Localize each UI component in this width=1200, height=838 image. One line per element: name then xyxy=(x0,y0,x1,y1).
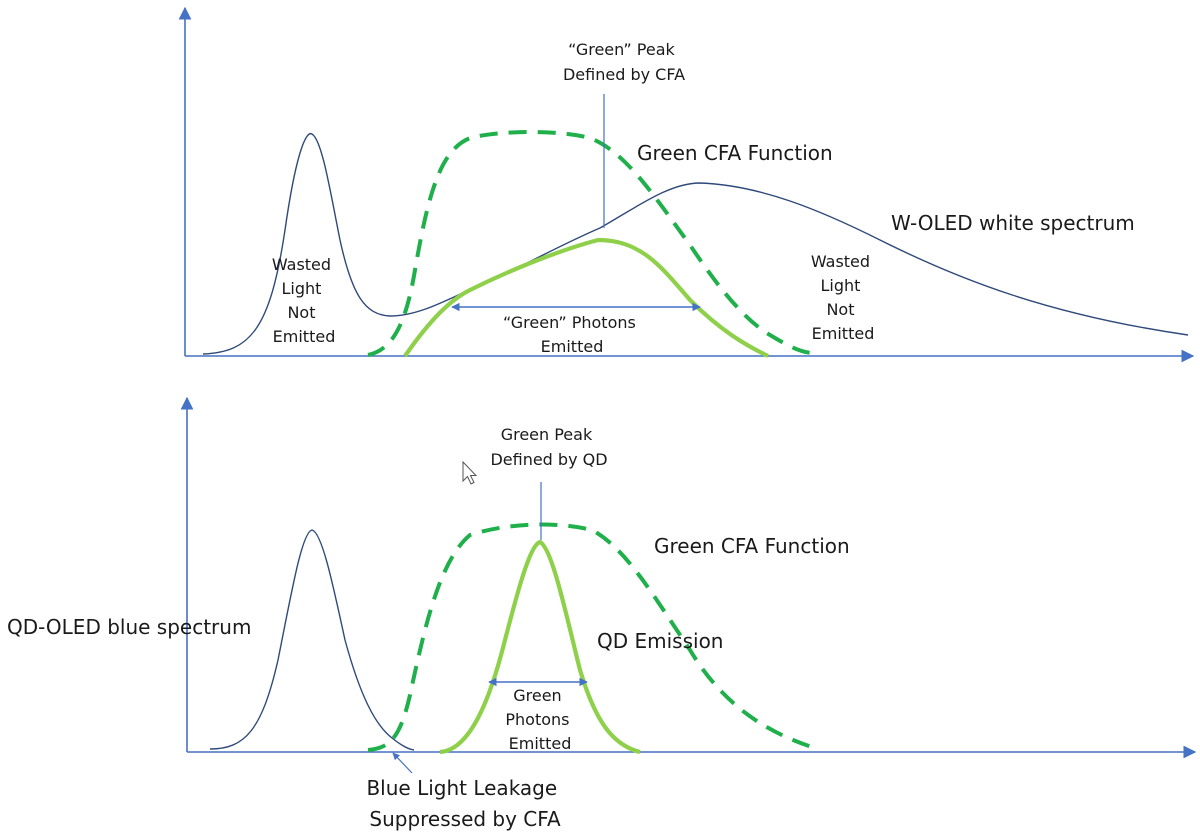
qd-oled-spectrum-label: QD-OLED blue spectrum xyxy=(7,615,251,639)
w-oled-spectrum-label: W-OLED white spectrum xyxy=(891,211,1135,235)
top-panel: “Green” Peak Defined by CFA Green CFA Fu… xyxy=(178,6,1195,363)
w-oled-white-spectrum-curve xyxy=(202,133,1189,355)
top-wasted-left-label: Wasted Light Not Emitted xyxy=(272,255,336,346)
leakage-pointer-arrow xyxy=(392,752,413,774)
qd-emission-curve xyxy=(439,539,641,755)
top-wasted-right-label: Wasted Light Not Emitted xyxy=(811,252,875,343)
top-cfa-function-label: Green CFA Function xyxy=(637,141,833,165)
bottom-panel: Green Peak Defined by QD Green CFA Funct… xyxy=(7,396,1197,831)
bottom-photons-label: Green Photons Emitted xyxy=(505,686,574,753)
qd-oled-blue-spectrum-curve xyxy=(209,529,415,751)
mouse-cursor-icon xyxy=(462,460,478,485)
top-photons-label: “Green” Photons Emitted xyxy=(503,313,641,356)
top-green-photons-curve xyxy=(403,237,769,358)
top-peak-label: “Green” Peak Defined by CFA xyxy=(563,40,685,84)
top-green-cfa-function-curve xyxy=(367,130,813,357)
bottom-green-cfa-function-curve xyxy=(367,522,813,752)
qd-emission-label: QD Emission xyxy=(597,629,723,653)
bottom-cfa-function-label: Green CFA Function xyxy=(654,534,850,558)
bottom-peak-label: Green Peak Defined by QD xyxy=(490,425,607,469)
blue-leakage-label: Blue Light Leakage Suppressed by CFA xyxy=(366,776,563,831)
